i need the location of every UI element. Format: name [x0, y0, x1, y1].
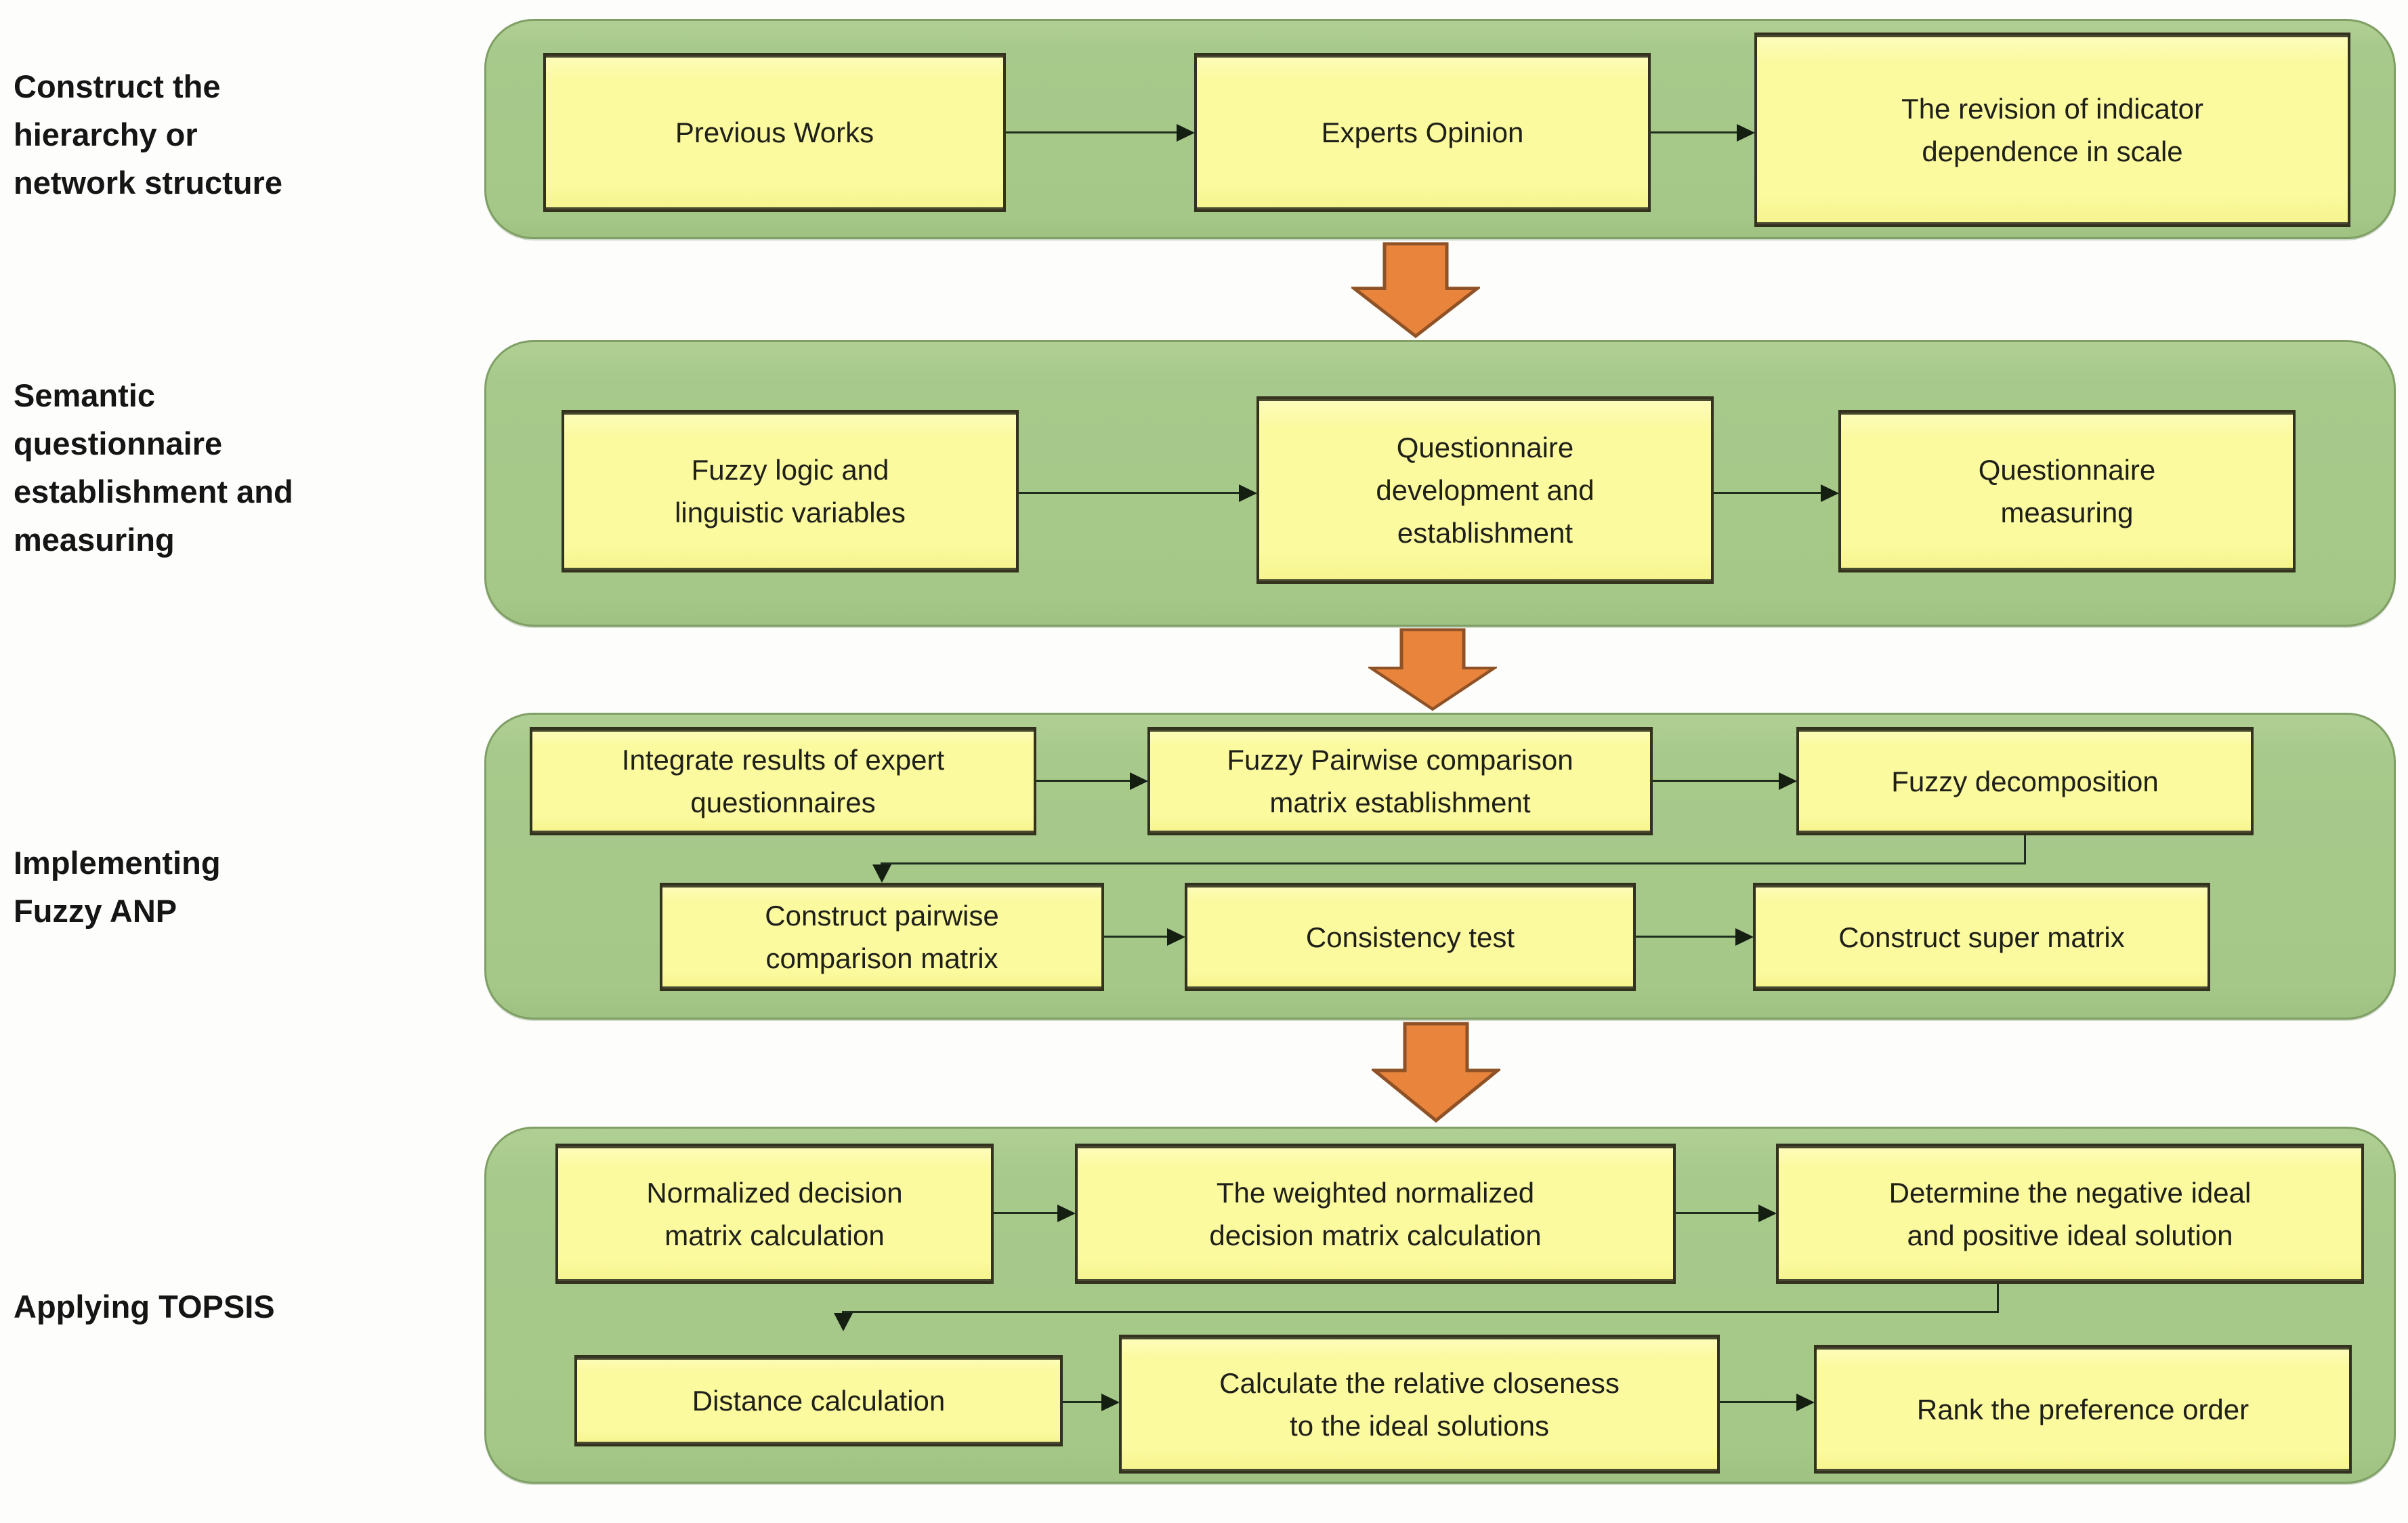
box-relative-closeness: Calculate the relative closeness to the …: [1119, 1335, 1720, 1474]
box-consistency-test: Consistency test: [1185, 883, 1636, 991]
box-line: The weighted normalized: [1216, 1176, 1535, 1209]
arrow-right-icon: [1737, 124, 1755, 142]
arrow-down-icon: [872, 864, 891, 883]
stage-label-line: Semantic: [14, 377, 155, 413]
box-weighted-normalized: The weighted normalized decision matrix …: [1075, 1144, 1676, 1284]
box-construct-pairwise: Construct pairwise comparison matrix: [660, 883, 1104, 991]
stage-label-line: Applying TOPSIS: [14, 1289, 275, 1324]
arrow-line: [994, 1212, 1057, 1214]
connector-line: [881, 862, 2025, 864]
stage-label-line: Fuzzy ANP: [14, 893, 177, 929]
stage-label-line: measuring: [14, 522, 175, 558]
connector-line: [2024, 835, 2026, 864]
arrow-line: [1006, 131, 1177, 133]
arrow-right-icon: [1167, 928, 1185, 946]
box-line: The revision of indicator: [1901, 92, 2203, 125]
box-line: questionnaires: [690, 787, 876, 818]
box-line: Construct super matrix: [1838, 921, 2125, 953]
arrow-right-icon: [1821, 484, 1839, 502]
box-normalized-decision: Normalized decision matrix calculation: [555, 1144, 994, 1284]
stage-label-line: Implementing: [14, 845, 221, 881]
stage-label-line: questionnaire: [14, 425, 223, 461]
box-line: Questionnaire: [1978, 454, 2156, 486]
box-line: Rank the preference order: [1916, 1393, 2249, 1425]
connector-line: [842, 1311, 1999, 1313]
box-line: Construct pairwise: [765, 900, 999, 932]
stage-label-line: hierarchy or: [14, 117, 198, 152]
box-line: Questionnaire: [1396, 432, 1574, 463]
box-line: decision matrix calculation: [1209, 1219, 1542, 1251]
box-line: comparison matrix: [765, 942, 998, 974]
arrow-right-icon: [1177, 124, 1195, 142]
box-line: linguistic variables: [675, 497, 906, 528]
box-line: Consistency test: [1305, 921, 1515, 953]
arrow-line: [1651, 131, 1737, 133]
arrow-right-icon: [1779, 772, 1797, 790]
box-integrate-results: Integrate results of expert questionnair…: [530, 727, 1036, 835]
box-fuzzy-decomposition: Fuzzy decomposition: [1796, 727, 2254, 835]
stage-label-semantic-questionnaire: Semantic questionnaire establishment and…: [14, 371, 293, 564]
box-line: Determine the negative ideal: [1888, 1176, 2252, 1209]
box-line: measuring: [2000, 497, 2134, 528]
box-fuzzy-logic: Fuzzy logic and linguistic variables: [562, 410, 1019, 572]
box-line: Integrate results of expert: [621, 744, 945, 776]
box-line: Previous Works: [675, 117, 874, 148]
arrow-down-icon: [834, 1313, 853, 1331]
down-arrow-icon: [1368, 628, 1497, 711]
arrow-line: [1019, 492, 1239, 494]
box-line: Fuzzy logic and: [691, 454, 889, 486]
down-arrow-icon: [1351, 242, 1480, 339]
arrow-right-icon: [1101, 1394, 1120, 1411]
stage-label-line: establishment and: [14, 474, 293, 509]
arrow-line: [1063, 1401, 1101, 1403]
arrow-right-icon: [1057, 1205, 1076, 1222]
box-line: establishment: [1397, 517, 1573, 549]
arrow-line: [1636, 936, 1735, 938]
box-line: matrix calculation: [664, 1219, 885, 1251]
box-line: Fuzzy Pairwise comparison: [1227, 744, 1573, 776]
arrow-line: [1720, 1401, 1796, 1403]
down-arrow-icon: [1372, 1022, 1500, 1123]
box-line: Calculate the relative closeness: [1219, 1366, 1620, 1399]
box-line: Distance calculation: [692, 1385, 946, 1417]
box-revision-indicator: The revision of indicator dependence in …: [1754, 33, 2350, 227]
box-construct-super-matrix: Construct super matrix: [1753, 883, 2210, 991]
arrow-right-icon: [1758, 1205, 1777, 1222]
arrow-right-icon: [1796, 1394, 1815, 1411]
stage-label-topsis: Applying TOPSIS: [14, 1282, 275, 1331]
stage-label-line: network structure: [14, 165, 282, 201]
box-distance-calculation: Distance calculation: [574, 1355, 1063, 1446]
box-fuzzy-pairwise-matrix: Fuzzy Pairwise comparison matrix establi…: [1147, 727, 1653, 835]
arrow-line: [1714, 492, 1821, 494]
arrow-line: [1653, 780, 1779, 782]
box-previous-works: Previous Works: [543, 53, 1006, 212]
stage-label-line: Construct the: [14, 68, 221, 104]
box-questionnaire-measuring: Questionnaire measuring: [1838, 410, 2296, 572]
box-line: to the ideal solutions: [1290, 1409, 1549, 1442]
box-line: Normalized decision: [646, 1176, 903, 1209]
box-line: Experts Opinion: [1321, 117, 1524, 148]
box-experts-opinion: Experts Opinion: [1194, 53, 1651, 212]
box-line: Fuzzy decomposition: [1891, 765, 2159, 797]
box-line: matrix establishment: [1269, 787, 1531, 818]
arrow-right-icon: [1735, 928, 1754, 946]
arrow-line: [1104, 936, 1167, 938]
arrow-line: [1036, 780, 1130, 782]
stage-label-fuzzy-anp: Implementing Fuzzy ANP: [14, 839, 221, 935]
box-rank-preference: Rank the preference order: [1814, 1345, 2352, 1474]
arrow-right-icon: [1130, 772, 1148, 790]
box-determine-ideal: Determine the negative ideal and positiv…: [1776, 1144, 2364, 1284]
box-questionnaire-development: Questionnaire development and establishm…: [1256, 396, 1714, 584]
box-line: development and: [1376, 474, 1594, 506]
box-line: dependence in scale: [1922, 135, 2183, 167]
arrow-line: [1676, 1212, 1758, 1214]
arrow-right-icon: [1239, 484, 1257, 502]
box-line: and positive ideal solution: [1907, 1219, 2233, 1251]
connector-line: [1997, 1284, 1999, 1313]
stage-label-hierarchy: Construct the hierarchy or network struc…: [14, 62, 282, 207]
